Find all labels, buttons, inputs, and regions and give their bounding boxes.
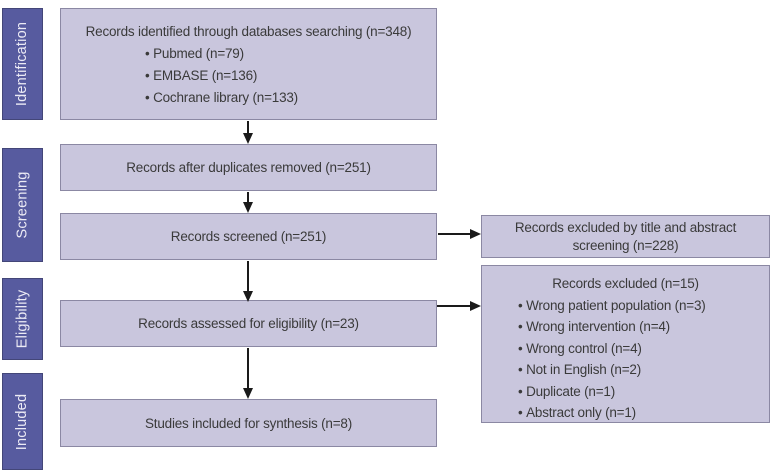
box-duplicates-removed-title: Records after duplicates removed (n=251) [126,160,371,175]
box-studies-included-title: Studies included for synthesis (n=8) [144,415,353,431]
stage-identification: Identification [2,8,43,120]
box-records-screened-title: Records screened (n=251) [170,229,327,244]
bullet-wrong-population: Wrong patient population (n=3) [518,295,769,317]
box-excluded-eligibility: Records excluded (n=15) Wrong patient po… [481,265,770,423]
box-records-screened: Records screened (n=251) [60,213,437,260]
arrow-down-2-head [243,202,253,213]
bullet-wrong-intervention: Wrong intervention (n=4) [518,316,769,338]
box-records-assessed: Records assessed for eligibility (n=23) [60,300,437,347]
stage-included-label: Included [14,393,31,450]
box-duplicates-removed: Records after duplicates removed (n=251) [60,144,437,191]
arrow-right-eligibility-head [470,301,481,311]
box-records-identified: Records identified through databases sea… [60,8,437,120]
bullet-abstract-only: Abstract only (n=1) [518,402,769,424]
bullet-embase: EMBASE (n=136) [145,65,436,87]
stage-eligibility: Eligibility [2,278,43,360]
box-records-identified-title: Records identified through databases sea… [85,24,412,39]
box-excluded-eligibility-title: Records excluded (n=15) [552,276,699,291]
stage-screening-label: Screening [14,171,31,239]
bullet-not-english: Not in English (n=2) [518,359,769,381]
box-records-assessed-title: Records assessed for eligibility (n=23) [138,316,359,331]
arrow-down-1-line [247,121,249,134]
bullet-duplicate: Duplicate (n=1) [518,381,769,403]
arrow-down-3-head [243,291,253,302]
box-records-identified-bullets: Pubmed (n=79) EMBASE (n=136) Cochrane li… [145,43,436,109]
stage-screening: Screening [2,148,43,262]
bullet-pubmed: Pubmed (n=79) [145,43,436,65]
arrow-down-3-line [247,261,249,292]
arrow-down-4-head [243,388,253,399]
box-excluded-screening-title: Records excluded by title and abstract s… [514,219,737,253]
box-studies-included: Studies included for synthesis (n=8) [60,399,437,447]
stage-eligibility-label: Eligibility [14,289,31,349]
stage-included: Included [2,373,43,470]
arrow-right-screening-head [470,229,481,239]
box-excluded-screening: Records excluded by title and abstract s… [481,215,770,258]
bullet-wrong-control: Wrong control (n=4) [518,338,769,360]
arrow-down-1-head [243,133,253,144]
box-excluded-eligibility-bullets: Wrong patient population (n=3) Wrong int… [518,295,769,424]
arrow-right-eligibility-line [437,305,471,307]
stage-identification-label: Identification [14,21,31,107]
bullet-cochrane: Cochrane library (n=133) [145,87,436,109]
arrow-right-screening-line [438,233,471,235]
arrow-down-2-line [247,192,249,203]
arrow-down-4-line [247,348,249,389]
